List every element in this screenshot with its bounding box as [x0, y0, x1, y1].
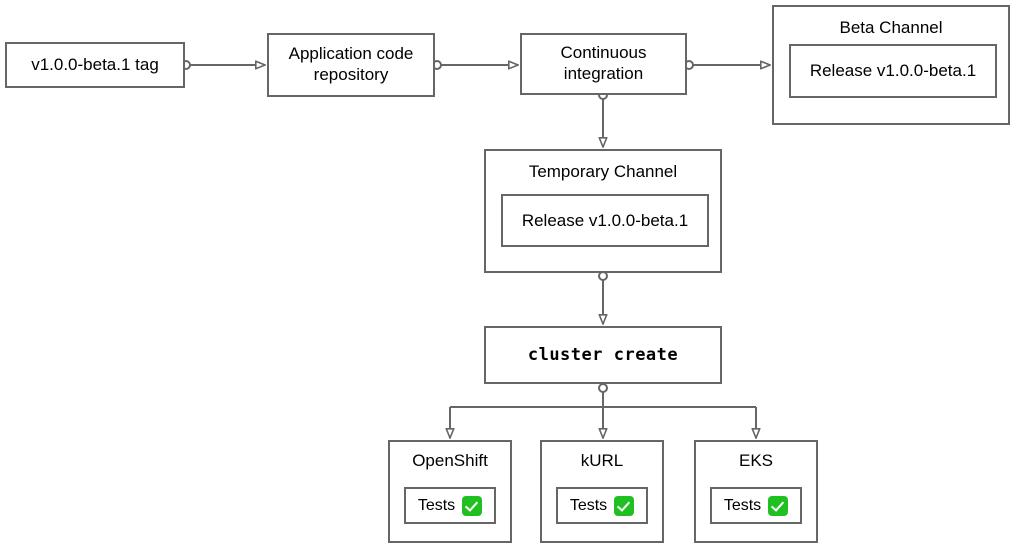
node-continuous-integration[interactable]: Continuous integration [520, 33, 687, 95]
kurl-tests-box[interactable]: Tests [556, 487, 648, 524]
beta-channel-release-box[interactable]: Release v1.0.0-beta.1 [789, 44, 997, 98]
openshift-title: OpenShift [412, 451, 488, 470]
node-beta-channel[interactable]: Beta Channel Release v1.0.0-beta.1 [772, 5, 1010, 125]
node-ci-label-line1: Continuous [560, 43, 647, 63]
edge-source-dot [598, 271, 608, 281]
node-cluster-create[interactable]: cluster create [484, 326, 722, 384]
temporary-channel-release-label: Release v1.0.0-beta.1 [521, 210, 689, 230]
temporary-channel-release-box[interactable]: Release v1.0.0-beta.1 [501, 194, 709, 247]
eks-tests-box[interactable]: Tests [710, 487, 802, 524]
node-repo-label-line1: Application code [288, 44, 414, 64]
node-application-code-repository[interactable]: Application code repository [267, 33, 435, 97]
node-repo-label-line2: repository [313, 65, 389, 84]
beta-channel-title: Beta Channel [839, 18, 943, 37]
openshift-tests-label: Tests [417, 496, 456, 514]
check-mark-button-icon [768, 495, 789, 516]
eks-tests-label: Tests [723, 496, 762, 514]
node-openshift[interactable]: OpenShift Tests [388, 440, 512, 543]
node-tag-label: v1.0.0-beta.1 tag [31, 54, 159, 74]
beta-channel-release-label: Release v1.0.0-beta.1 [809, 61, 977, 80]
check-mark-button-icon [614, 495, 635, 516]
check-mark-button-icon [462, 495, 483, 516]
kurl-tests-label: Tests [569, 496, 608, 514]
node-kurl[interactable]: kURL Tests [540, 440, 664, 543]
node-tag[interactable]: v1.0.0-beta.1 tag [5, 42, 185, 88]
eks-title: EKS [738, 451, 774, 470]
cluster-create-label: cluster create [527, 344, 679, 365]
edge-source-dot [598, 383, 608, 393]
node-ci-label-line2: integration [563, 64, 644, 83]
node-eks[interactable]: EKS Tests [694, 440, 818, 543]
temporary-channel-title: Temporary Channel [528, 162, 678, 181]
kurl-title: kURL [580, 451, 624, 470]
openshift-tests-box[interactable]: Tests [404, 487, 496, 524]
node-temporary-channel[interactable]: Temporary Channel Release v1.0.0-beta.1 [484, 149, 722, 273]
